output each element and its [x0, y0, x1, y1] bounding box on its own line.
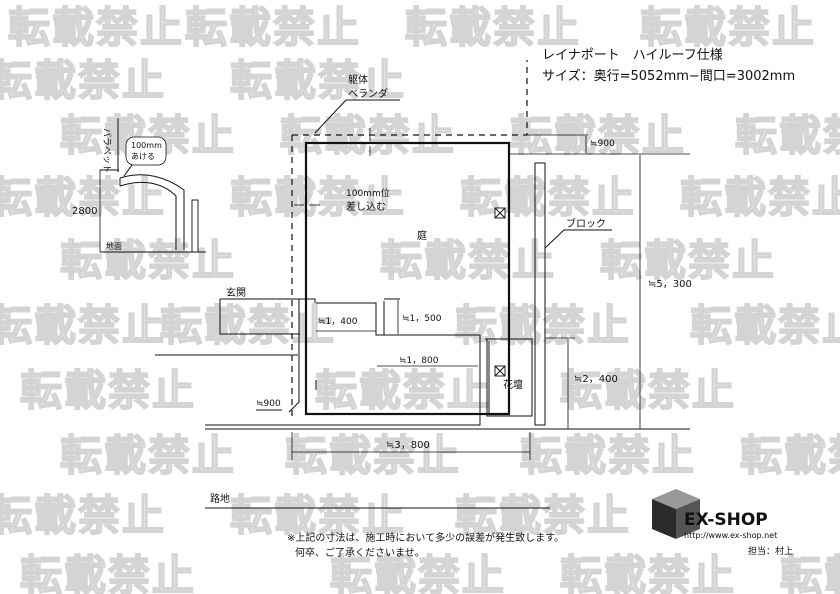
watermark-text: 転載禁止 — [510, 111, 686, 160]
ex-shop-logo: EX-SHOP http://www.ex-shop.net 担当：村上 — [652, 489, 793, 557]
watermark-text: 転載禁止 — [230, 56, 406, 105]
post-marker-cross — [494, 207, 506, 219]
watermark-text: 転載禁止 — [20, 366, 196, 415]
disclaimer-line-1: ※上記の寸法は、施工時において多少の誤差が発生致します。 — [287, 531, 564, 544]
watermark-text: 転載禁止 — [640, 3, 816, 52]
watermark-text: 転載禁止 — [330, 551, 506, 594]
watermark-text: 転載禁止 — [160, 301, 336, 350]
dim-2400: ≒2，400 — [574, 374, 618, 385]
logo-name: EX-SHOP — [684, 510, 768, 530]
watermark-text: 転載禁止 — [315, 366, 491, 415]
label-veranda: ベランダ — [348, 87, 388, 100]
logo-cube-left — [652, 499, 676, 539]
dim-900-top: ≒900 — [590, 139, 615, 149]
block-wall — [534, 162, 546, 426]
watermark-text: 転載禁止 — [740, 431, 840, 480]
dim-3800: ≒3，800 — [386, 440, 430, 451]
logo-url: http://www.ex-shop.net — [684, 531, 777, 540]
plan-view: 躯体 ベランダ ≒900 100mm位 差し込む 庭 ブロック ≒5，300 — [155, 60, 692, 509]
watermark-text: 転載禁止 — [20, 551, 196, 594]
watermark-text: 転載禁止 — [520, 431, 696, 480]
label-garden: 庭 — [417, 229, 427, 242]
dim-900-left: ≒900 — [256, 399, 281, 409]
callout-pointer — [123, 164, 133, 177]
dim-1500: ≒1，500 — [402, 314, 442, 324]
post — [191, 199, 199, 253]
block-leader — [544, 229, 565, 249]
staff-name: 担当：村上 — [748, 545, 793, 557]
label-ground: 地面 — [106, 241, 122, 251]
entrance-step — [219, 298, 316, 335]
watermark-text: 転載禁止 — [690, 301, 840, 350]
roof-curve-outer — [119, 174, 185, 250]
drawing-title: レイナポート ハイルーフ仕様 — [542, 48, 723, 63]
dim-1800: ≒1，800 — [399, 356, 439, 366]
gap-note-2: あける — [131, 152, 155, 161]
logo-cube-right — [676, 499, 700, 539]
label-road: 路地 — [210, 492, 230, 505]
post-marker-cross — [494, 365, 506, 377]
dim-2800: 2800 — [72, 206, 97, 217]
watermark-text: 転載禁止 — [455, 491, 631, 540]
watermark-text: 転載禁止 — [600, 236, 776, 285]
watermark-text: 転載禁止 — [735, 111, 840, 160]
watermark-text: 転載禁止 — [560, 366, 736, 415]
step-outline — [205, 299, 481, 426]
watermark-text: 転載禁止 — [60, 111, 236, 160]
watermark-text: 転載禁止 — [0, 173, 166, 222]
watermark-text: 転載禁止 — [230, 173, 406, 222]
watermark-text: 転載禁止 — [0, 56, 166, 105]
watermark-text: 転載禁止 — [560, 551, 736, 594]
carport-roof-outline — [304, 141, 511, 416]
watermark-text: 転載禁止 — [60, 431, 236, 480]
dim-900-left-ref — [256, 380, 317, 411]
insert-note-2: 差し込む — [346, 200, 386, 213]
gap-note-1: 100mm — [131, 141, 162, 150]
side-elevation: パラペット 100mm あける 2800 地面 — [72, 118, 206, 253]
drawing-size: サイズ：奥行=5052mm−間口=3002mm — [542, 68, 795, 84]
logo-cube-top — [652, 489, 700, 509]
label-flowerbed: 花壇 — [503, 378, 523, 391]
label-parapet: パラペット — [101, 128, 112, 173]
watermark-text: 転載禁止 — [8, 3, 184, 52]
roof-curve-inner — [119, 181, 177, 250]
watermark-text: 転載禁止 — [455, 301, 631, 350]
dim-5300: ≒5，300 — [648, 279, 692, 290]
watermark-text: 転載禁止 — [0, 491, 166, 540]
veranda-leader — [314, 99, 347, 134]
label-block: ブロック — [566, 217, 606, 230]
watermark-text: 転載禁止 — [680, 173, 840, 222]
watermark-text: 転載禁止 — [230, 491, 406, 540]
flowerbed-outline — [485, 338, 533, 417]
disclaimer-line-2: 何卒、ご了承くださいませ。 — [295, 546, 425, 559]
watermark-text: 転載禁止 — [780, 551, 840, 594]
gap-callout-bubble — [125, 136, 167, 166]
dim-1400: ≒1，400 — [318, 317, 358, 327]
watermark-text: 転載禁止 — [185, 3, 361, 52]
label-entrance: 玄関 — [226, 286, 246, 299]
label-kutai: 躯体 — [348, 73, 368, 86]
watermark-text: 転載禁止 — [405, 3, 581, 52]
watermark-text: 転載禁止 — [0, 301, 166, 350]
watermark-text: 転載禁止 — [380, 236, 556, 285]
watermark-text: 転載禁止 — [60, 236, 236, 285]
watermark-text: 転載禁止 — [285, 431, 461, 480]
insert-note-1: 100mm位 — [346, 187, 390, 199]
watermark-text: 転載禁止 — [460, 173, 636, 222]
